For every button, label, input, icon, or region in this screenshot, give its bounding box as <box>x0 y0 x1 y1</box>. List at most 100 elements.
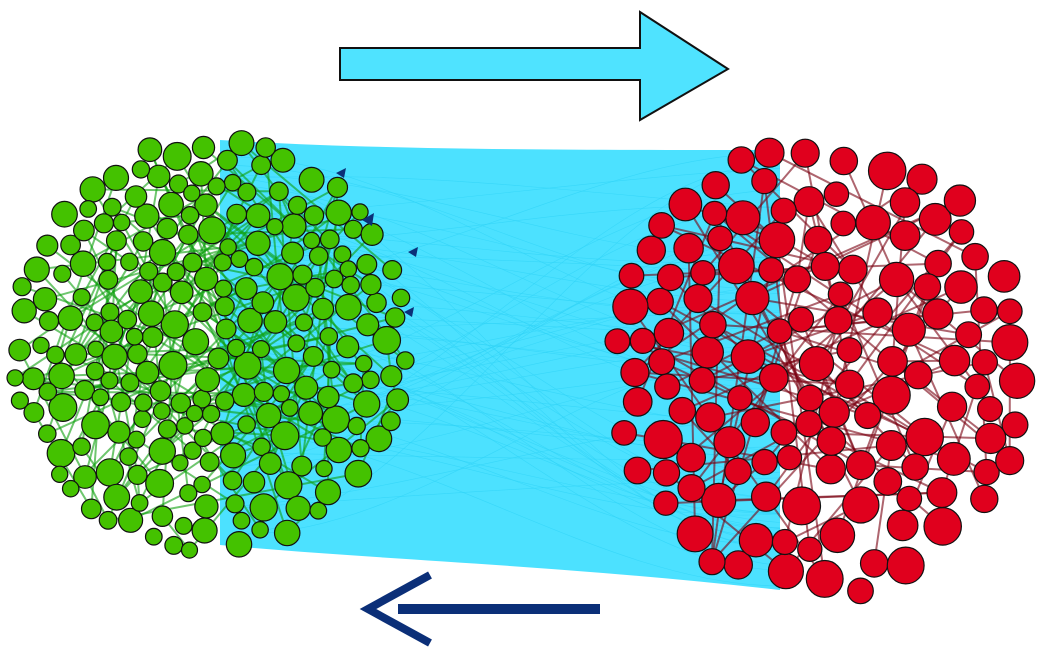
green-node <box>326 176 349 198</box>
red-node <box>654 373 681 400</box>
green-node <box>308 246 329 266</box>
red-node <box>648 348 676 376</box>
green-node <box>23 402 45 424</box>
green-node <box>38 382 58 401</box>
arrowhead-icon <box>362 213 374 226</box>
internal-edge <box>264 147 288 371</box>
green-node <box>226 203 248 225</box>
green-node-cluster <box>6 130 415 559</box>
red-node <box>795 410 823 438</box>
red-node <box>701 482 737 518</box>
green-node <box>160 310 189 339</box>
green-node <box>148 437 176 465</box>
green-node <box>120 252 139 272</box>
green-node <box>351 439 370 458</box>
link-line <box>229 248 781 451</box>
red-node <box>905 417 945 457</box>
green-node <box>183 184 201 202</box>
green-node <box>237 307 263 334</box>
green-node <box>365 425 393 453</box>
red-node <box>750 481 782 512</box>
green-node <box>182 252 203 273</box>
green-node <box>356 313 380 337</box>
green-node <box>291 455 313 477</box>
green-node <box>32 287 58 312</box>
red-node <box>751 167 778 195</box>
green-node <box>321 405 350 434</box>
green-node <box>198 216 227 245</box>
red-node <box>918 202 952 236</box>
red-node <box>936 391 968 422</box>
red-node <box>758 257 785 284</box>
green-node <box>237 415 256 434</box>
green-node <box>131 160 151 179</box>
red-node <box>815 454 847 485</box>
green-node <box>119 447 138 466</box>
red-node <box>854 401 882 430</box>
green-node <box>228 130 255 157</box>
internal-edge <box>808 201 879 314</box>
green-node <box>185 404 204 423</box>
red-node <box>770 197 797 224</box>
green-node <box>171 454 189 472</box>
red-node <box>973 458 1000 486</box>
green-node <box>207 347 230 370</box>
green-node <box>384 307 406 328</box>
green-node <box>281 213 307 239</box>
green-node <box>287 334 306 353</box>
red-node <box>906 163 938 195</box>
green-node <box>98 269 119 290</box>
green-node <box>85 361 105 381</box>
green-node <box>81 410 110 440</box>
green-node <box>50 465 69 483</box>
red-node <box>718 247 755 285</box>
red-node <box>798 346 835 382</box>
red-node <box>622 386 653 417</box>
red-node <box>810 251 840 281</box>
red-node <box>611 420 637 446</box>
green-node <box>223 173 242 192</box>
red-node <box>793 186 825 218</box>
green-node <box>99 319 124 344</box>
red-node <box>891 312 926 347</box>
red-node <box>926 477 958 509</box>
green-node <box>255 402 282 429</box>
red-node <box>646 287 674 316</box>
red-node <box>629 327 656 354</box>
arrowhead-icon <box>336 168 346 178</box>
green-node <box>120 373 140 393</box>
red-node <box>924 249 952 278</box>
green-node <box>72 288 91 307</box>
red-node <box>889 220 921 252</box>
red-node <box>735 280 770 316</box>
red-node <box>725 200 761 236</box>
green-node <box>207 177 226 196</box>
green-node <box>220 442 247 469</box>
green-node <box>309 501 328 520</box>
green-node <box>303 205 325 226</box>
red-node <box>938 344 971 377</box>
red-node <box>643 419 683 460</box>
green-node <box>183 441 202 460</box>
red-node <box>713 426 746 459</box>
green-node <box>193 428 213 448</box>
red-node <box>845 450 877 481</box>
green-node <box>79 176 106 203</box>
green-node <box>354 354 373 373</box>
red-node <box>923 507 963 546</box>
green-node <box>110 392 132 413</box>
green-node <box>251 340 271 359</box>
green-node <box>245 203 271 229</box>
red-node <box>886 509 919 542</box>
internal-edge <box>277 191 303 467</box>
green-node <box>191 135 216 160</box>
red-node <box>790 138 820 168</box>
green-node <box>194 193 218 217</box>
green-node <box>74 379 95 401</box>
green-node <box>281 241 305 265</box>
green-node <box>51 200 78 228</box>
green-node <box>253 381 274 402</box>
green-node <box>272 385 291 403</box>
green-node <box>100 302 120 322</box>
red-node <box>829 146 859 176</box>
